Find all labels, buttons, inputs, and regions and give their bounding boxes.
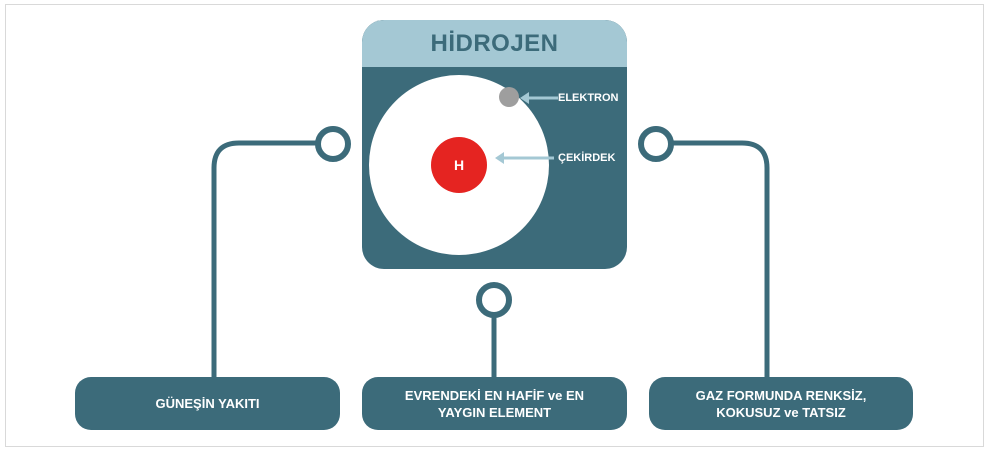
electron-label: ELEKTRON (558, 92, 619, 104)
connector-node-middle (476, 282, 512, 318)
connector-node-right (638, 126, 674, 162)
nucleus-label: ÇEKİRDEK (558, 152, 616, 164)
nucleus-arrow-head (495, 152, 504, 164)
fact-text-middle: EVRENDEKİ EN HAFİF ve EN YAYGIN ELEMENT (404, 387, 585, 420)
connector-node-left (315, 126, 351, 162)
connector-left (211, 140, 322, 383)
fact-text-left: GÜNEŞİN YAKITI (155, 396, 260, 411)
fact-box-left: GÜNEŞİN YAKITI (75, 377, 340, 430)
fact-box-right: GAZ FORMUNDA RENKSİZ, KOKUSUZ ve TATSIZ (649, 377, 913, 430)
card-title: HİDROJEN (362, 20, 627, 67)
atom-illustration (369, 75, 558, 255)
nucleus-symbol: H (454, 157, 465, 173)
fact-text-right: GAZ FORMUNDA RENKSİZ, KOKUSUZ ve TATSIZ (695, 387, 867, 420)
connector-right (669, 140, 770, 383)
hydrogen-card: HİDROJEN H ELEKTRON ÇEKİRDEK (362, 20, 627, 269)
electron-arrow-head (520, 92, 529, 104)
nucleus (431, 137, 487, 193)
electron (499, 87, 519, 107)
fact-box-middle: EVRENDEKİ EN HAFİF ve EN YAYGIN ELEMENT (362, 377, 627, 430)
